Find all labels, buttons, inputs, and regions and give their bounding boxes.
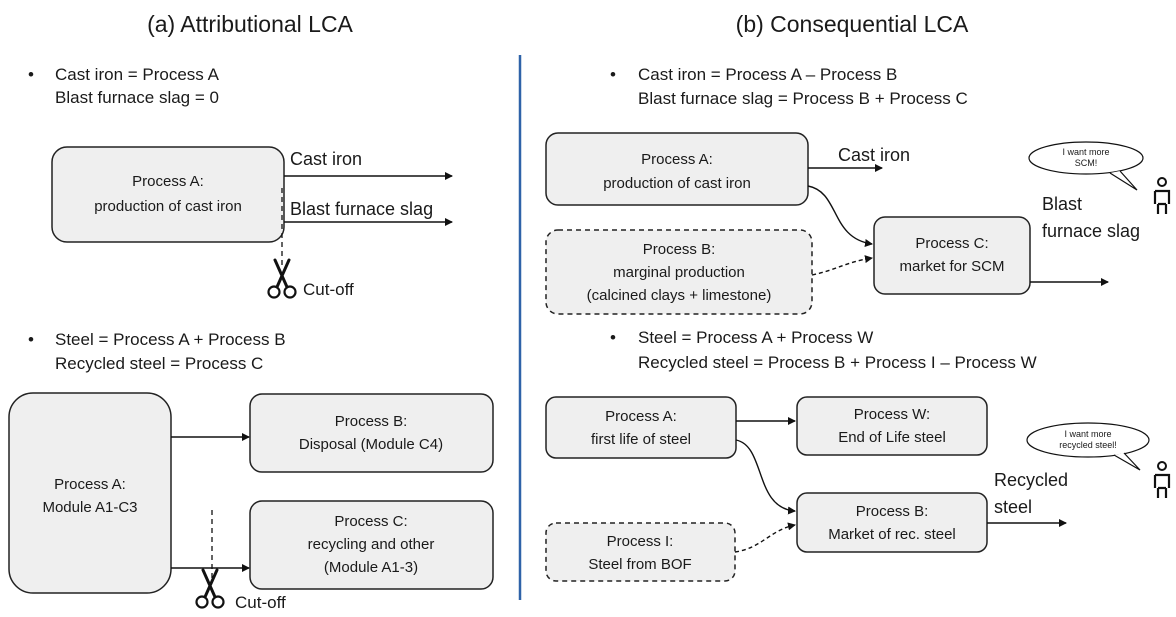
svg-text:Steel = Process A + Process B: Steel = Process A + Process B <box>55 330 286 349</box>
bullet-dot: • <box>28 65 34 84</box>
right-bullet-2: • Steel = Process A + Process W Recycled… <box>610 328 1037 372</box>
label-recycled-1: Recycled <box>994 470 1068 490</box>
svg-text:Recycled steel = Process C: Recycled steel = Process C <box>55 354 263 373</box>
svg-text:Process C:: Process C: <box>915 235 988 252</box>
speech-bubble-scm: I want more SCM! <box>1028 141 1144 191</box>
arrow-b-to-c-cons <box>811 255 873 276</box>
right-bullet-1: • Cast iron = Process A – Process B Blas… <box>610 65 968 108</box>
arrow-a-to-b-cons <box>735 439 796 515</box>
svg-text:End of Life steel: End of Life steel <box>838 429 946 446</box>
label-recycled-2: steel <box>994 497 1032 517</box>
left-bullet-2: • Steel = Process A + Process B Recycled… <box>28 330 286 373</box>
right-process-i-bof: Process I: Steel from BOF <box>545 522 736 582</box>
left-process-a-module: Process A: Module A1-C3 <box>8 392 172 594</box>
svg-text:SCM!: SCM! <box>1075 158 1098 168</box>
svg-text:recycling and other: recycling and other <box>308 536 435 553</box>
svg-text:marginal production: marginal production <box>613 264 745 281</box>
svg-text:Process W:: Process W: <box>854 406 930 423</box>
left-process-c-recycling: Process C: recycling and other (Module A… <box>249 500 494 590</box>
scissors-icon <box>195 568 225 609</box>
svg-text:Process B:: Process B: <box>643 241 716 258</box>
svg-text:Process A:: Process A: <box>54 476 126 493</box>
person-icon <box>1153 460 1171 500</box>
svg-text:Market of rec. steel: Market of rec. steel <box>828 526 956 543</box>
label-cast-iron-cons: Cast iron <box>838 145 910 165</box>
scissors-icon <box>267 258 297 299</box>
svg-text:Process B:: Process B: <box>856 503 929 520</box>
svg-text:Process C:: Process C: <box>334 513 407 530</box>
label-slag-cons-2: furnace slag <box>1042 221 1140 241</box>
svg-text:Cast iron = Process A: Cast iron = Process A <box>55 65 220 84</box>
bullet-dot: • <box>610 65 616 84</box>
svg-text:Steel = Process A + Process W: Steel = Process A + Process W <box>638 328 873 347</box>
label-slag-cons-1: Blast <box>1042 194 1082 214</box>
cutoff-label-2: Cut-off <box>235 593 286 612</box>
svg-text:Process B:: Process B: <box>335 413 408 430</box>
svg-text:Steel from BOF: Steel from BOF <box>588 556 691 573</box>
svg-text:Process A:: Process A: <box>605 408 677 425</box>
svg-text:I want more: I want more <box>1062 147 1109 157</box>
svg-text:Recycled steel = Process B + P: Recycled steel = Process B + Process I –… <box>638 353 1037 372</box>
svg-text:Blast furnace slag = 0: Blast furnace slag = 0 <box>55 88 219 107</box>
svg-text:I want more: I want more <box>1064 429 1111 439</box>
svg-text:Process A:: Process A: <box>641 151 713 168</box>
left-title: (a) Attributional LCA <box>147 11 353 37</box>
person-icon <box>1153 176 1171 216</box>
right-process-a-first-life: Process A: first life of steel <box>545 396 737 459</box>
svg-text:market for SCM: market for SCM <box>899 258 1004 275</box>
svg-text:(Module A1-3): (Module A1-3) <box>324 559 418 576</box>
svg-text:Disposal (Module C4): Disposal (Module C4) <box>299 436 443 453</box>
bullet-dot: • <box>28 330 34 349</box>
svg-text:production of cast iron: production of cast iron <box>94 198 242 215</box>
svg-text:production of cast iron: production of cast iron <box>603 175 751 192</box>
label-blast-furnace-slag: Blast furnace slag <box>290 199 433 219</box>
arrow-i-to-b-cons <box>734 522 796 553</box>
right-title: (b) Consequential LCA <box>736 11 969 37</box>
svg-text:Blast furnace slag = Process B: Blast furnace slag = Process B + Process… <box>638 89 968 108</box>
right-process-b-market-rec: Process B: Market of rec. steel <box>796 492 988 553</box>
svg-text:first life of steel: first life of steel <box>591 431 691 448</box>
bullet-dot: • <box>610 328 616 347</box>
left-process-a-cast-iron: Process A: production of cast iron <box>51 146 285 243</box>
svg-text:Process I:: Process I: <box>607 533 674 550</box>
svg-text:Module A1-C3: Module A1-C3 <box>42 499 137 516</box>
label-cast-iron: Cast iron <box>290 149 362 169</box>
svg-text:recycled steel!: recycled steel! <box>1059 440 1117 450</box>
right-process-c-market-scm: Process C: market for SCM <box>873 216 1031 295</box>
speech-bubble-recycled: I want more recycled steel! <box>1026 422 1150 471</box>
cutoff-label-1: Cut-off <box>303 280 354 299</box>
arrow-a-to-c-cons <box>807 185 873 247</box>
svg-text:(calcined clays + limestone): (calcined clays + limestone) <box>587 287 772 304</box>
right-process-b-marginal: Process B: marginal production (calcined… <box>545 229 813 315</box>
svg-text:Process A:: Process A: <box>132 173 204 190</box>
right-process-a-cast-iron: Process A: production of cast iron <box>545 132 809 206</box>
right-process-w-end-of-life: Process W: End of Life steel <box>796 396 988 456</box>
left-process-b-disposal: Process B: Disposal (Module C4) <box>249 393 494 473</box>
left-bullet-1: • Cast iron = Process A Blast furnace sl… <box>28 65 220 107</box>
svg-text:Cast iron = Process A – Proces: Cast iron = Process A – Process B <box>638 65 897 84</box>
